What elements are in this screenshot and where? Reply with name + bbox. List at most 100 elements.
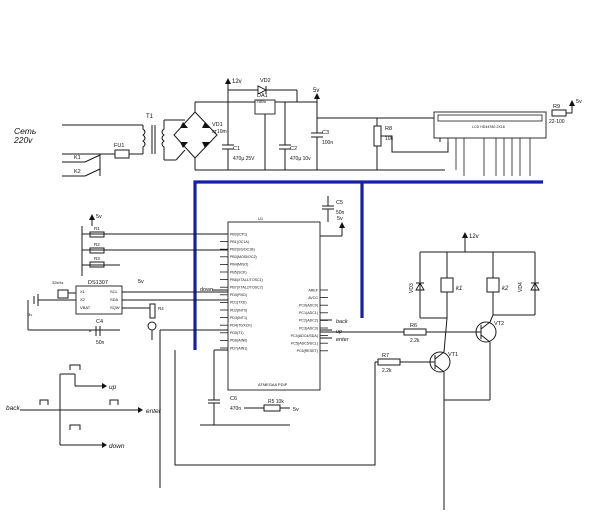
- svg-text:5v: 5v: [96, 214, 102, 220]
- buttons-section: up back enter down: [6, 364, 162, 450]
- v12b-label: 12v: [469, 234, 479, 240]
- t1-label: T1: [146, 114, 154, 120]
- resistor-r8: [373, 125, 382, 147]
- r7-value: 2.2k: [382, 368, 392, 374]
- mcu-left-pin-label: PB0(ICP1): [230, 232, 247, 236]
- mcu-left-pin-label: PD0(RXD): [230, 293, 247, 297]
- svg-text:SCL: SCL: [110, 289, 119, 294]
- resistor-r4: [149, 303, 156, 319]
- resistor-r6: [403, 328, 427, 336]
- c6-value: 470n: [230, 406, 241, 412]
- svg-text:X2: X2: [80, 297, 86, 302]
- c1-value: 470µ 25V: [233, 156, 255, 162]
- mcu-left-pin-label: PB4(MISO): [230, 263, 248, 267]
- vt2-label: VT2: [494, 321, 504, 327]
- mcu-pins-right: AREF AVCC PC0(ADC0) PC1(ADC1) PC2(ADC2) PC3(A…: [291, 288, 328, 353]
- diode-vd4: [530, 282, 540, 291]
- resistor-r9: [551, 109, 567, 117]
- signal-enter: enter: [336, 337, 350, 343]
- button-up-symbol[interactable]: [69, 364, 81, 370]
- mcu-left-pin-label: PD6(AIN0): [230, 339, 247, 343]
- mcu-right-pin-label: PC0(ADC0): [299, 304, 318, 308]
- rtc-ds1307: [75, 285, 123, 315]
- r6-label: R6: [410, 323, 417, 329]
- c2-value: 470µ 10v: [290, 156, 311, 162]
- mcu-right-pin-label: PC5(ADC5/SCL): [291, 342, 318, 346]
- led-hl1: [147, 321, 157, 331]
- r7-label: R7: [382, 353, 389, 359]
- vt1-label: VT1: [448, 352, 458, 358]
- c3-label: C3: [322, 130, 329, 136]
- svg-text:R1: R1: [94, 226, 100, 231]
- c2-label: C2: [290, 146, 297, 152]
- c4-label: C4: [96, 319, 103, 325]
- k2b-label: k2: [502, 286, 509, 292]
- power-supply: 12v VD2 C1 470µ 25V DA1 7805 C2 470µ 10v…: [195, 78, 449, 171]
- rtc-section: 5v R1 R2 R3 DS1307 X1 X2 VBAT SCL SDA SQ…: [27, 214, 228, 346]
- svg-text:SDA: SDA: [110, 297, 119, 302]
- mcu-name: ATMEGA8 PDIP: [258, 382, 288, 387]
- signal-down: down: [200, 287, 213, 293]
- blue-bus: [193, 180, 543, 350]
- relay-k1: [440, 277, 454, 293]
- button-back-symbol[interactable]: [39, 399, 49, 405]
- mcu-right-pin-label: AREF: [308, 288, 318, 292]
- svg-text:5v: 5v: [293, 407, 299, 413]
- lcd-pins: [447, 138, 531, 176]
- mcu-left-pin-label: PB1(OC1A): [230, 240, 249, 244]
- mcu-right-pin-label: AVCC: [308, 296, 318, 300]
- button-enter-label: enter: [146, 408, 162, 415]
- mcu-header: U1: [258, 216, 264, 221]
- svg-text:32kHz: 32kHz: [52, 280, 63, 285]
- resistor-r5-10k: [263, 404, 281, 412]
- mcu-right-pin-label: PC1(ADC1): [299, 311, 318, 315]
- mains-label-2: 220v: [13, 135, 33, 145]
- mcu-right-pin-label: PC2(ADC2): [299, 319, 318, 323]
- c4-value: 50n: [96, 340, 105, 346]
- mcu-left-pin-label: PB7(XTAL2/TOSC2): [230, 286, 263, 290]
- c5-label: C5: [336, 200, 343, 206]
- button-down-symbol[interactable]: [69, 424, 81, 430]
- svg-text:R2: R2: [94, 242, 100, 247]
- c5-value: 50n: [336, 210, 345, 216]
- mcu-left-pin-label: PD4(T0/XCK): [230, 324, 252, 328]
- mcu-right-pin-label: PC3(ADC3): [299, 326, 318, 330]
- vd4-label: VD4: [518, 282, 524, 292]
- svg-text:VBAT: VBAT: [80, 305, 91, 310]
- r8-label: R8: [385, 126, 392, 132]
- mcu-left-pin-label: PD3(INT1): [230, 316, 247, 320]
- mcu-pins-left: PB0(ICP1)PB1(OC1A)PB2(SS/OC1B)PB3(MOSI/O…: [220, 232, 263, 350]
- lcd-module: LCD HD44780 2X16 R9 22-100 5v: [433, 99, 582, 176]
- svg-text:R3: R3: [94, 256, 100, 261]
- button-back-label: back: [6, 405, 20, 412]
- mcu-left-pin-label: PD2(INT0): [230, 308, 247, 312]
- k1-label: K1: [74, 155, 81, 161]
- relay-k2: [486, 277, 500, 293]
- button-enter-symbol[interactable]: [109, 399, 119, 405]
- v12-label: 12v: [232, 79, 242, 85]
- bridge-vd1: [173, 111, 218, 159]
- svg-text:X1: X1: [80, 289, 86, 294]
- c3-value: 100n: [322, 140, 333, 146]
- mcu-right-pin-label: PC4(ADC4/SDA): [291, 334, 318, 338]
- button-down-label: down: [109, 443, 125, 450]
- resistor-r7: [377, 358, 401, 366]
- mains-section: Сеть 220v FU1 K1 K2 T1 VD1 ат10m: [13, 102, 227, 177]
- da1-label: DA1: [257, 93, 268, 99]
- r5b-label: R5 10k: [268, 399, 284, 405]
- k1b-label: k1: [456, 286, 462, 292]
- r4-label: R4: [158, 306, 164, 311]
- fu1-label: FU1: [114, 143, 124, 149]
- svg-text:3v: 3v: [28, 312, 32, 317]
- r8-value: 10k: [385, 136, 394, 142]
- mcu-atmega8: [227, 221, 321, 391]
- r9-value: 22-100: [549, 119, 565, 125]
- mcu-left-pin-label: PB2(SS/OC1B): [230, 248, 255, 252]
- button-up-label: up: [109, 384, 117, 391]
- mcu-left-pin-label: PD5(T1): [230, 331, 244, 335]
- relay-section: 12v k1 VD3 k2 VD4 VT2 R6 2.2k: [174, 232, 540, 510]
- vd2-label: VD2: [260, 78, 271, 84]
- svg-text:5v: 5v: [337, 216, 343, 222]
